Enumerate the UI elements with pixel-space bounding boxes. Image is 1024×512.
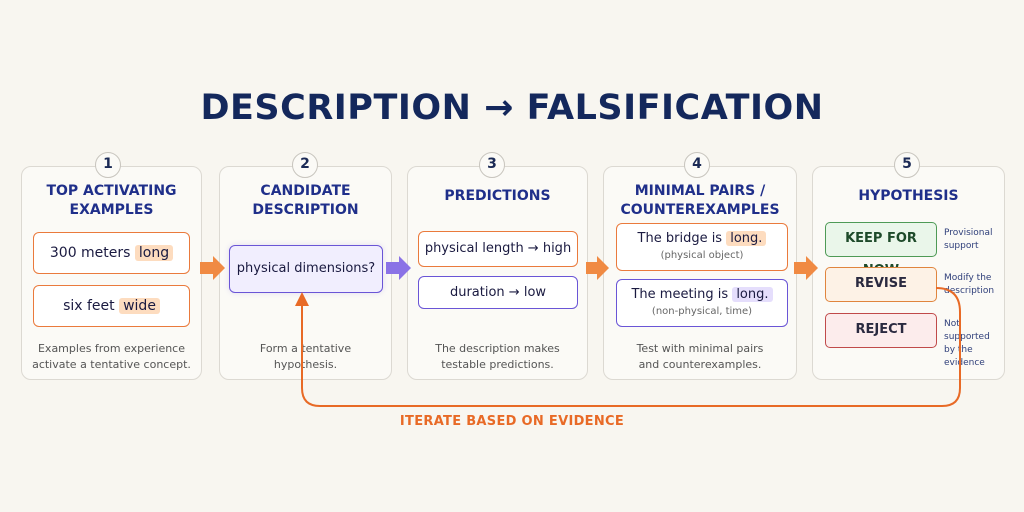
example-text: 300 meters [49, 245, 131, 261]
pair-text: The bridge is [637, 231, 723, 246]
decision-note: Not supported by the evidence [944, 318, 1006, 370]
stage-caption-line-1: Test with minimal pairs [636, 342, 764, 355]
candidate-description-box: physical dimensions? [229, 245, 383, 293]
keep-for-now-option: KEEP FOR NOW [825, 222, 937, 278]
arrow-4-to-5 [794, 256, 818, 280]
stage-caption-line-1: Form a tentative [259, 342, 352, 355]
arrow-2-to-3 [386, 256, 411, 280]
stage-caption-line-2: testable predictions. [441, 358, 554, 371]
step-number-5: 5 [894, 152, 920, 178]
decision-note-line-2: support [944, 241, 979, 251]
pair-note: (physical object) [660, 250, 744, 261]
stage-caption: The description makes testable predictio… [408, 341, 587, 373]
example-highlight: wide [119, 298, 160, 314]
step-number-2: 2 [292, 152, 318, 178]
step-number-3: 3 [479, 152, 505, 178]
stage-heading: PREDICTIONS [444, 188, 551, 204]
stage-heading: TOP ACTIVATING EXAMPLES [22, 182, 201, 220]
stage-candidate-description: CANDIDATE DESCRIPTION physical dimension… [219, 166, 392, 380]
pair-highlight: long. [726, 231, 767, 246]
stage-heading: MINIMAL PAIRS / COUNTEREXAMPLES [604, 182, 796, 220]
revise-option: REVISE [825, 267, 937, 302]
stage-heading: HYPOTHESIS [858, 188, 959, 204]
stage-caption-line-2: activate a tentative concept. [32, 358, 191, 371]
decision-note-line-1: Not supported [944, 319, 990, 342]
page-title: DESCRIPTION → FALSIFICATION [200, 88, 824, 128]
arrow-3-to-4 [586, 256, 609, 280]
example-box-2: six feet wide [33, 285, 190, 327]
stage-caption-line-1: The description makes [435, 342, 560, 355]
stage-heading-line-1: MINIMAL PAIRS / [634, 183, 766, 199]
stage-heading-line-2: EXAMPLES [69, 202, 154, 218]
stage-top-activating-examples: TOP ACTIVATING EXAMPLES 300 meters long … [21, 166, 202, 380]
decision-note: Provisional support [944, 227, 1006, 253]
stage-hypothesis: HYPOTHESIS KEEP FOR NOW Provisional supp… [812, 166, 1005, 380]
iterate-loop-label: ITERATE BASED ON EVIDENCE [399, 414, 625, 429]
decision-note-line-1: Modify the [944, 273, 992, 283]
example-box-1: 300 meters long [33, 232, 190, 274]
stage-heading-line-1: TOP ACTIVATING [46, 183, 177, 199]
reject-option: REJECT [825, 313, 937, 348]
pair-text: The meeting is [631, 287, 729, 302]
step-number-4: 4 [684, 152, 710, 178]
prediction-box-2: duration → low [418, 276, 578, 309]
stage-caption: Test with minimal pairs and counterexamp… [604, 341, 796, 373]
decision-note: Modify the description [944, 272, 1006, 298]
minimal-pair-box-2: The meeting is long. (non-physical, time… [616, 279, 788, 327]
decision-note-line-2: description [944, 286, 995, 296]
stage-heading-line-2: DESCRIPTION [252, 202, 359, 218]
prediction-box-1: physical length → high [418, 231, 578, 267]
decision-note-line-2: by the evidence [944, 345, 985, 368]
pair-note: (non-physical, time) [651, 306, 753, 317]
stage-caption-line-2: and counterexamples. [638, 358, 762, 371]
iterate-loop-line [301, 287, 961, 407]
stage-caption: Form a tentative hypothesis. [220, 341, 391, 373]
minimal-pair-box-1: The bridge is long. (physical object) [616, 223, 788, 271]
stage-caption-line-2: hypothesis. [273, 358, 338, 371]
decision-note-line-1: Provisional [944, 228, 993, 238]
step-number-1: 1 [95, 152, 121, 178]
arrow-1-to-2 [200, 256, 225, 280]
stage-predictions: PREDICTIONS physical length → high durat… [407, 166, 588, 380]
iterate-loop-arrowhead [295, 292, 309, 306]
example-highlight: long [134, 245, 174, 261]
stage-heading: CANDIDATE DESCRIPTION [220, 182, 391, 220]
pair-highlight: long. [732, 287, 773, 302]
example-text: six feet [63, 298, 115, 314]
stage-caption-line-1: Examples from experience [37, 342, 185, 355]
stage-heading-line-2: COUNTEREXAMPLES [620, 202, 780, 218]
stage-heading-line-1: CANDIDATE [260, 183, 351, 199]
stage-caption: Examples from experience activate a tent… [22, 341, 201, 373]
